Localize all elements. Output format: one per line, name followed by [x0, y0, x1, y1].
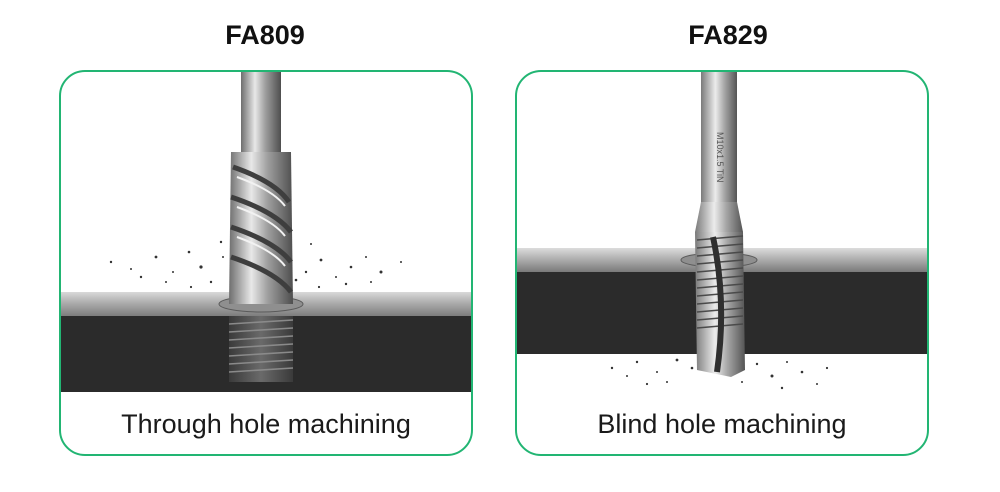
hole-threads [228, 319, 294, 373]
panel-through-hole: Through hole machining [59, 70, 473, 456]
straight-flute [710, 236, 725, 373]
panel-title-fa809: FA809 [225, 20, 305, 50]
metal-chips [610, 358, 829, 390]
tap-neck [695, 202, 743, 232]
caption-blind-hole: Blind hole machining [597, 409, 847, 439]
caption-through-hole: Through hole machining [121, 409, 411, 439]
tap-shank [241, 72, 281, 152]
flute-highlights [236, 176, 286, 267]
panel-title-fa829: FA829 [688, 20, 768, 50]
spiral-flutes [230, 164, 293, 294]
shank-marking: M10x1.5 TiN [715, 132, 725, 183]
tap-shank [701, 72, 737, 202]
through-hole-illustration [61, 72, 471, 392]
panel-blind-hole: M10x1.5 TiN Blind hole machining [515, 70, 929, 456]
blind-hole-illustration: M10x1.5 TiN [517, 72, 927, 390]
